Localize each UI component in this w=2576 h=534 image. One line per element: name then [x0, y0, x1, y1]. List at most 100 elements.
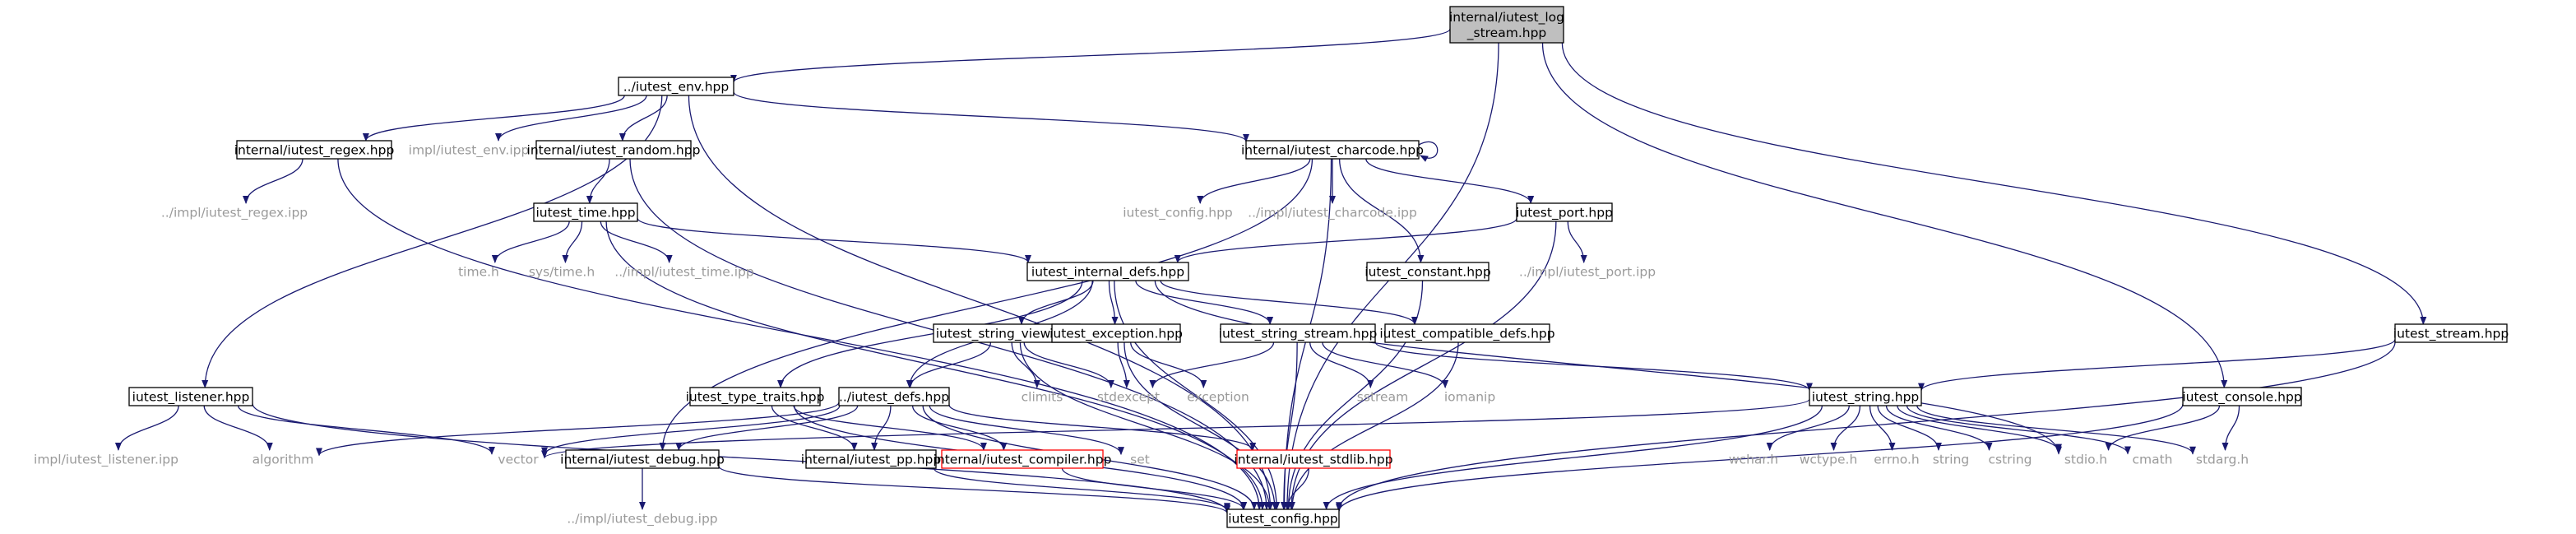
- node-impl-time: ../impl/iutest_time.ipp: [614, 265, 753, 281]
- node-label: ../iutest_env.hpp: [623, 80, 729, 95]
- node-port[interactable]: iutest_port.hpp: [1516, 202, 1613, 222]
- node-box: [533, 202, 638, 222]
- edge-env-to-charcode: [733, 91, 1249, 142]
- edge-string_hpp-to-cmath: [1906, 405, 2131, 455]
- edge-defs-to-set: [929, 405, 1124, 456]
- edge-charcode-to-port: [1365, 158, 1535, 204]
- edge-string_hpp-to-wchar: [1766, 405, 1850, 451]
- node-label: internal/iutest_random.hpp: [527, 143, 701, 159]
- edge-string_hpp-to-vector: [541, 398, 1810, 459]
- edge-internal_defs-to-type_traits: [777, 280, 1083, 388]
- node-box: [689, 387, 821, 406]
- node-box: [565, 449, 720, 469]
- edge-pp-to-config: [933, 467, 1230, 512]
- node-label: impl/iutest_listener.ipp: [34, 453, 178, 468]
- node-label: wchar.h: [1729, 453, 1778, 467]
- node-label: ../impl/iutest_charcode.ipp: [1248, 206, 1417, 221]
- node-systime: sys/time.h: [529, 265, 595, 280]
- node-label: internal/iutest_charcode.hpp: [1241, 143, 1424, 159]
- edge-stream-to-string_hpp: [1918, 339, 2396, 392]
- node-box: [2394, 323, 2508, 343]
- node-label: ../impl/iutest_regex.ipp: [161, 206, 308, 221]
- edge-string_view-to-config: [1019, 341, 1273, 510]
- node-charcode[interactable]: internal/iutest_charcode.hpp: [1241, 140, 1424, 160]
- node-label: iutest_constant.hpp: [1364, 265, 1490, 281]
- node-label: iomanip: [1444, 390, 1495, 405]
- node-label: iutest_compatible_defs.hpp: [1379, 327, 1554, 342]
- edge-env-to-impl_env: [495, 95, 647, 142]
- node-label: cstring: [1988, 453, 2032, 467]
- node-box: [1516, 202, 1613, 222]
- node-pp[interactable]: internal/iutest_pp.hpp: [801, 449, 941, 469]
- edge-compat_defs-to-config: [1288, 341, 1459, 510]
- node-label: iutest_type_traits.hpp: [686, 390, 825, 406]
- node-label: sys/time.h: [529, 265, 595, 280]
- node-impl-regex: ../impl/iutest_regex.ipp: [161, 206, 308, 221]
- node-label: iutest_console.hpp: [2182, 390, 2301, 406]
- edge-compiler-to-config: [1061, 467, 1247, 510]
- edge-defs-to-vector: [541, 405, 841, 456]
- node-env[interactable]: ../iutest_env.hpp: [618, 77, 734, 96]
- edge-time_hpp-to-internal_defs: [637, 217, 1031, 263]
- node-impl-env: impl/iutest_env.ipp: [409, 143, 530, 159]
- node-iomanip: iomanip: [1444, 390, 1495, 405]
- node-box: [618, 77, 734, 96]
- node-config[interactable]: iutest_config.hpp: [1226, 508, 1340, 528]
- edge-defs-to-compiler: [911, 405, 1008, 451]
- node-label: stdarg.h: [2196, 453, 2249, 467]
- node-label: stdexcept: [1097, 390, 1160, 405]
- edge-console-to-stdarg: [2222, 405, 2240, 451]
- node-label: climits: [1022, 390, 1063, 405]
- edge-string_stream-to-stdexcept: [1149, 341, 1275, 388]
- node-compat-defs[interactable]: iutest_compatible_defs.hpp: [1379, 323, 1555, 343]
- edge-debug-to-config: [718, 466, 1230, 514]
- node-internal-defs[interactable]: iutest_internal_defs.hpp: [1026, 262, 1189, 281]
- node-label: iutest_config.hpp: [1228, 512, 1338, 527]
- edge-listener-to-algorithm: [203, 405, 273, 451]
- node-regex[interactable]: internal/iutest_regex.hpp: [234, 140, 395, 160]
- node-stream[interactable]: iutest_stream.hpp: [2393, 323, 2509, 343]
- edge-string_stream-to-string_hpp: [1374, 341, 1813, 392]
- edge-exception_hpp-to-config: [1124, 341, 1279, 510]
- node-box: [1026, 262, 1189, 281]
- node-label: iutest_config.hpp: [1123, 206, 1233, 221]
- node-time-h: time.h: [458, 265, 499, 280]
- node-label: iutest_string_stream.hpp: [1219, 327, 1378, 342]
- node-time-hpp[interactable]: iutest_time.hpp: [533, 202, 638, 222]
- node-constant[interactable]: iutest_constant.hpp: [1364, 262, 1491, 281]
- node-label: iutest_listener.hpp: [132, 390, 250, 406]
- node-impl-listener: impl/iutest_listener.ipp: [34, 453, 178, 468]
- edge-time_hpp-to-config: [605, 221, 1266, 510]
- edge-time_hpp-to-impl_time: [600, 221, 673, 263]
- node-vector: vector: [498, 453, 539, 467]
- node-root[interactable]: internal/iutest_log_stream.hpp: [1449, 6, 1564, 44]
- node-box: [2182, 387, 2302, 406]
- node-string-view[interactable]: iutest_string_view.hpp: [933, 323, 1081, 343]
- edge-regex-to-impl_regex: [243, 158, 303, 204]
- node-string-stream[interactable]: iutest_string_stream.hpp: [1219, 323, 1378, 343]
- node-stdlib[interactable]: internal/iutest_stdlib.hpp: [1234, 449, 1393, 469]
- edge-internal_defs-to-exception_hpp: [1108, 280, 1119, 325]
- node-string-hpp[interactable]: iutest_string.hpp: [1809, 387, 1922, 406]
- node-defs[interactable]: ../iutest_defs.hpp: [838, 387, 950, 406]
- edge-charcode-to-charcode: [1418, 141, 1439, 162]
- edge-exception_hpp-to-stdexcept: [1117, 341, 1130, 388]
- node-listener[interactable]: iutest_listener.hpp: [128, 387, 253, 406]
- edge-env-to-config: [688, 95, 1274, 510]
- node-random[interactable]: internal/iutest_random.hpp: [527, 140, 701, 160]
- node-label: internal/iutest_log: [1449, 10, 1564, 26]
- node-exception-hpp[interactable]: iutest_exception.hpp: [1049, 323, 1183, 343]
- node-box: [236, 140, 392, 160]
- node-cmath: cmath: [2132, 453, 2172, 467]
- node-box: [1245, 140, 1420, 160]
- node-console[interactable]: iutest_console.hpp: [2182, 387, 2302, 406]
- dependency-nodes: internal/iutest_log_stream.hpp ../iutest_…: [34, 6, 2509, 528]
- node-label: ../iutest_defs.hpp: [839, 390, 949, 406]
- node-debug[interactable]: internal/iutest_debug.hpp: [560, 449, 725, 469]
- node-set: set: [1130, 453, 1150, 467]
- node-type-traits[interactable]: iutest_type_traits.hpp: [686, 387, 825, 406]
- node-label: wctype.h: [1800, 453, 1858, 467]
- node-cstring: cstring: [1988, 453, 2032, 467]
- node-compiler[interactable]: internal/iutest_compiler.hpp: [934, 449, 1112, 469]
